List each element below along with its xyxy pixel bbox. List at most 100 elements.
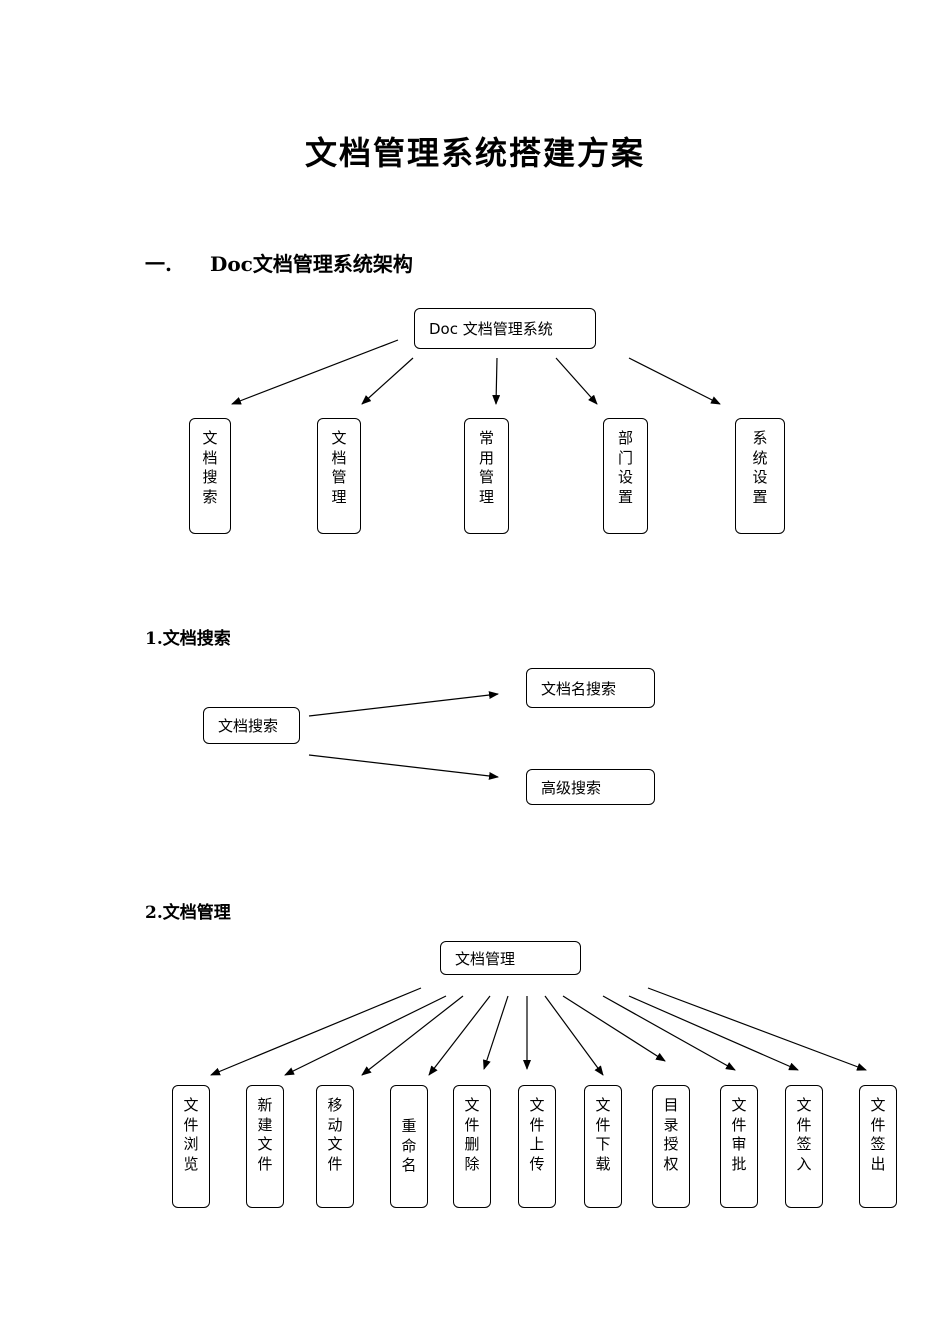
node-char: 授 xyxy=(663,1135,679,1153)
node-char: 下 xyxy=(595,1135,611,1153)
node-char: 件 xyxy=(529,1115,545,1134)
arrow xyxy=(361,357,414,405)
node-char: 件 xyxy=(731,1115,747,1134)
arrow xyxy=(361,995,464,1076)
section-number: 一. xyxy=(145,252,172,276)
node-char: 移 xyxy=(327,1096,343,1114)
node-doc-search: 文档搜索 xyxy=(189,418,231,534)
node-char: 设 xyxy=(752,468,768,486)
node-char: 文 xyxy=(327,1135,343,1153)
node-char: 部 xyxy=(617,429,633,447)
node-char: 动 xyxy=(327,1115,343,1134)
node-char: 件 xyxy=(257,1154,273,1173)
node-char: 文 xyxy=(870,1096,886,1114)
arrow xyxy=(231,339,399,405)
arrow xyxy=(602,995,736,1071)
node-new-file: 新建文件 xyxy=(246,1085,284,1208)
node-char: 传 xyxy=(529,1154,545,1173)
node-move-file: 移动文件 xyxy=(316,1085,354,1208)
arrow xyxy=(483,995,509,1070)
node-char: 搜 xyxy=(202,468,218,486)
node-char: 新 xyxy=(257,1096,273,1114)
node-char: 文 xyxy=(529,1096,545,1114)
node-char: 常 xyxy=(478,429,494,447)
node-char: 系 xyxy=(752,429,768,447)
node-char: 用 xyxy=(478,448,494,467)
node-char: 置 xyxy=(617,487,633,506)
node-common-manage: 常用管理 xyxy=(464,418,509,534)
arrow xyxy=(647,987,867,1071)
node-char: 览 xyxy=(183,1154,199,1173)
node-file-approve: 文件审批 xyxy=(720,1085,758,1208)
node-char: 文 xyxy=(202,429,218,447)
node-rename: 重命名 xyxy=(390,1085,428,1208)
node-char: 建 xyxy=(257,1115,273,1134)
node-char: 置 xyxy=(752,487,768,506)
node-char: 档 xyxy=(331,448,347,467)
section-title: Doc文档管理系统架构 xyxy=(210,252,413,276)
diagram-root-doc-manage: 文档管理 xyxy=(440,941,581,975)
node-char: 录 xyxy=(663,1115,679,1134)
node-char: 名 xyxy=(401,1156,417,1175)
node-char: 件 xyxy=(870,1115,886,1134)
node-char: 文 xyxy=(796,1096,812,1114)
page-title: 文档管理系统搭建方案 xyxy=(304,134,645,172)
node-char: 理 xyxy=(478,487,494,506)
node-char: 签 xyxy=(870,1135,886,1153)
node-file-upload: 文件上传 xyxy=(518,1085,556,1208)
node-char: 删 xyxy=(464,1135,480,1153)
arrow xyxy=(628,357,721,405)
node-char: 设 xyxy=(617,468,633,486)
diagram-root-doc-system: Doc 文档管理系统 xyxy=(414,308,596,349)
node-char: 除 xyxy=(464,1154,480,1173)
node-file-download: 文件下载 xyxy=(584,1085,622,1208)
node-char: 签 xyxy=(796,1135,812,1153)
node-char: 目 xyxy=(663,1096,679,1114)
arrow xyxy=(492,357,501,405)
arrow xyxy=(308,691,499,717)
arrow xyxy=(544,995,604,1076)
node-char: 文 xyxy=(731,1096,747,1114)
node-dir-authorize: 目录授权 xyxy=(652,1085,690,1208)
node-name-search: 文档名搜索 xyxy=(526,668,655,708)
node-char: 件 xyxy=(183,1115,199,1134)
node-file-checkin: 文件签入 xyxy=(785,1085,823,1208)
node-char: 理 xyxy=(331,487,347,506)
diagram-root-doc-search: 文档搜索 xyxy=(203,707,300,744)
node-file-delete: 文件删除 xyxy=(453,1085,491,1208)
node-char: 浏 xyxy=(183,1135,199,1153)
node-char: 件 xyxy=(595,1115,611,1134)
node-char: 批 xyxy=(731,1154,747,1173)
node-char: 件 xyxy=(327,1154,343,1173)
arrow xyxy=(555,357,598,405)
node-dept-settings: 部门设置 xyxy=(603,418,648,534)
node-char: 件 xyxy=(796,1115,812,1134)
node-file-browse: 文件浏览 xyxy=(172,1085,210,1208)
node-char: 文 xyxy=(464,1096,480,1114)
section-heading-doc-manage: 2.文档管理 xyxy=(145,903,231,923)
arrow xyxy=(308,754,499,780)
node-char: 审 xyxy=(731,1135,747,1153)
node-char: 文 xyxy=(257,1135,273,1153)
node-char: 文 xyxy=(595,1096,611,1114)
node-char: 管 xyxy=(478,468,494,486)
node-char: 索 xyxy=(202,487,218,506)
section-heading-architecture: 一. Doc文档管理系统架构 xyxy=(145,248,413,277)
node-doc-manage: 文档管理 xyxy=(317,418,361,534)
arrow xyxy=(562,995,666,1062)
node-char: 件 xyxy=(464,1115,480,1134)
arrow xyxy=(284,995,447,1076)
node-char: 上 xyxy=(529,1135,545,1153)
arrow xyxy=(210,987,422,1076)
node-system-settings: 系统设置 xyxy=(735,418,785,534)
node-char: 出 xyxy=(870,1154,886,1173)
node-char: 文 xyxy=(331,429,347,447)
node-char: 门 xyxy=(617,448,633,467)
node-char: 载 xyxy=(595,1154,611,1173)
node-char: 档 xyxy=(202,448,218,467)
node-char: 重 xyxy=(401,1117,417,1136)
arrow xyxy=(428,995,491,1076)
arrow xyxy=(628,995,799,1071)
node-char: 文 xyxy=(183,1096,199,1114)
section-heading-doc-search: 1.文档搜索 xyxy=(145,629,231,649)
